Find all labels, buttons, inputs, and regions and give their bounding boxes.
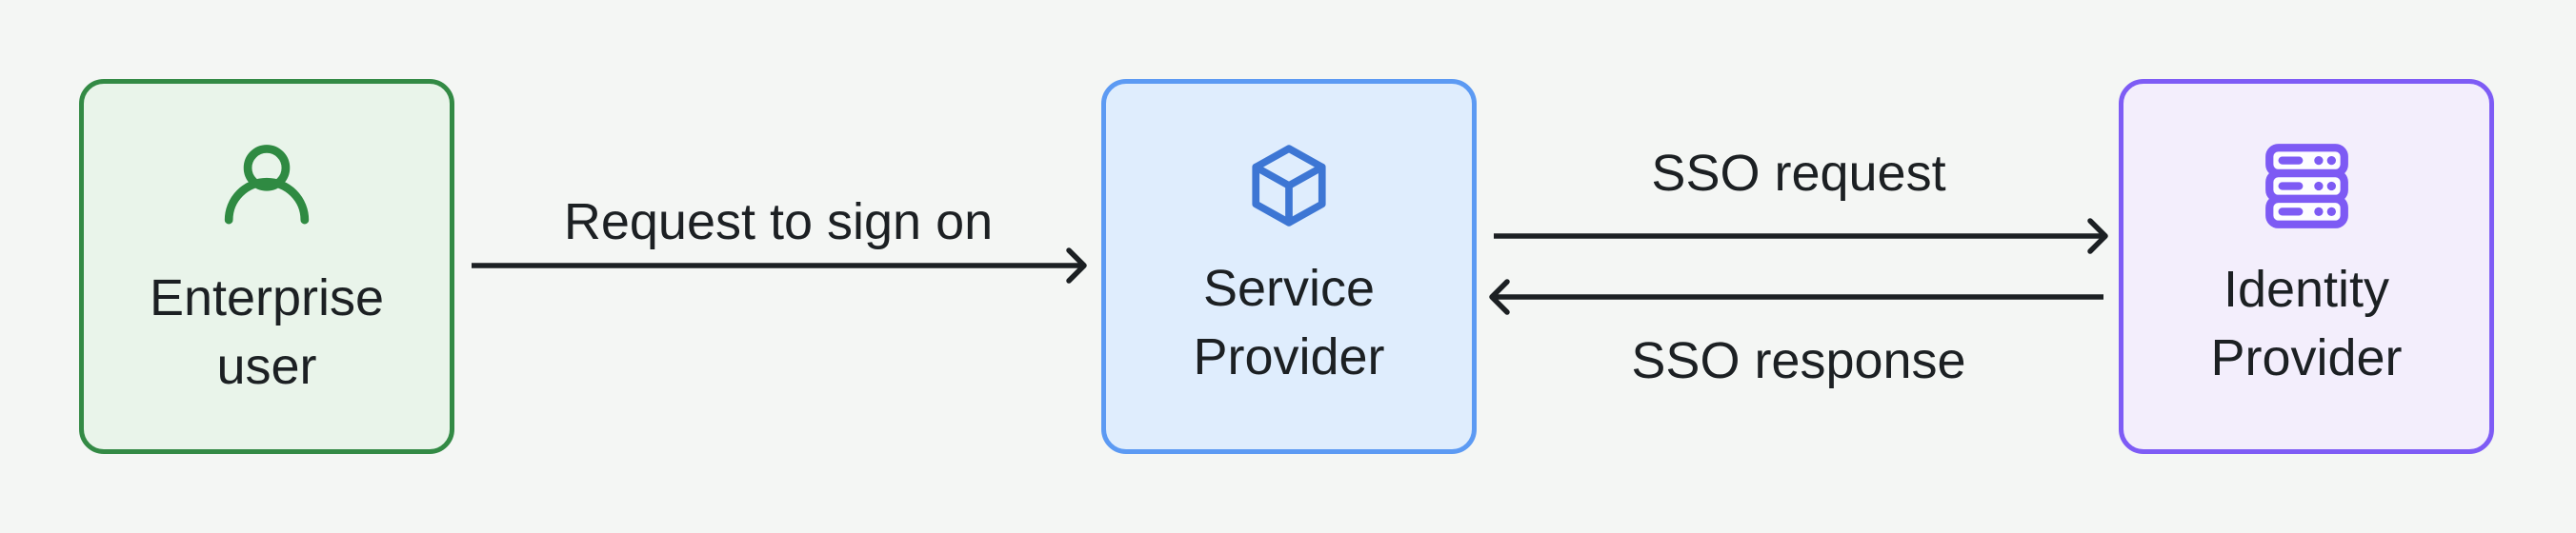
node-identity-provider: Identity Provider bbox=[2119, 79, 2494, 454]
edge-label-sso-response: SSO response bbox=[1631, 332, 1966, 389]
arrow-sso-response bbox=[1489, 279, 2103, 315]
node-label-enterprise-user: Enterprise user bbox=[149, 269, 385, 395]
edge-label-request-to-sign-on: Request to sign on bbox=[563, 193, 994, 250]
node-enterprise-user: Enterprise user bbox=[79, 79, 454, 454]
node-label-service-provider: Service Provider bbox=[1193, 260, 1385, 385]
user-icon bbox=[224, 145, 310, 225]
arrow-request-to-sign-on bbox=[472, 247, 1087, 284]
node-label-identity-provider: Identity Provider bbox=[2210, 260, 2403, 386]
edge-label-sso-request: SSO request bbox=[1651, 145, 1946, 202]
arrow-sso-request bbox=[1494, 218, 2108, 254]
server-icon bbox=[2264, 143, 2348, 228]
cube-icon bbox=[1252, 145, 1326, 227]
node-service-provider: Service Provider bbox=[1101, 79, 1477, 454]
